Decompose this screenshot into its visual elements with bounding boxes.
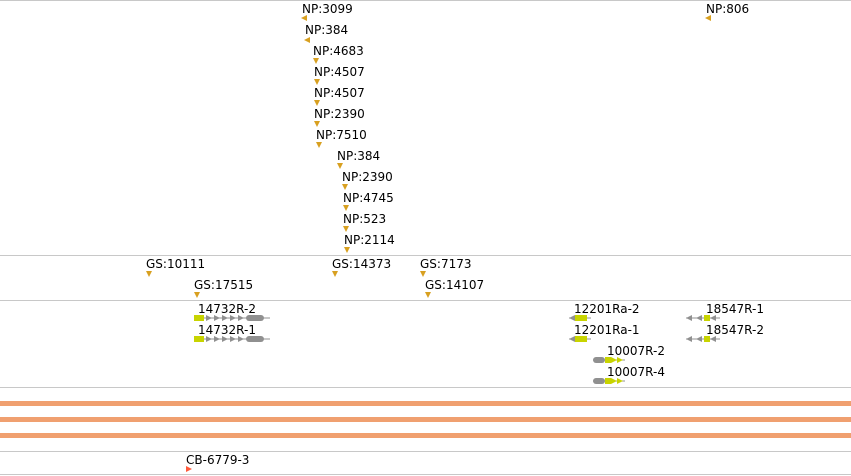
np-feature-marker[interactable] [304,37,310,43]
transcript-glyph[interactable] [569,314,591,322]
np-feature-label[interactable]: NP:4507 [314,65,365,79]
gs-feature-label[interactable]: GS:14107 [425,278,485,292]
track-divider-gs-transcripts [0,300,851,301]
transcript-label[interactable]: 12201Ra-1 [574,323,640,337]
gs-feature-label[interactable]: GS:14373 [332,257,392,271]
gs-feature-label[interactable]: GS:10111 [146,257,206,271]
np-feature-label[interactable]: NP:4745 [343,191,394,205]
transcript-glyph[interactable] [569,335,591,343]
np-feature-label[interactable]: NP:7510 [316,128,367,142]
np-feature-label[interactable]: NP:4507 [314,86,365,100]
track-divider-np-gs [0,255,851,256]
track-divider-bottom [0,474,851,475]
transcript-label[interactable]: 10007R-4 [607,365,665,379]
np-feature-marker[interactable] [314,79,320,85]
cb-feature-marker[interactable] [186,466,192,472]
np-feature-marker[interactable] [301,15,307,21]
np-feature-marker[interactable] [337,163,343,169]
transcript-glyph[interactable] [194,314,270,322]
np-feature-label[interactable]: NP:2390 [342,170,393,184]
np-feature-marker[interactable] [343,205,349,211]
transcript-label[interactable]: 14732R-1 [198,323,256,337]
gs-feature-marker[interactable] [420,271,426,277]
transcript-glyph[interactable] [686,335,720,343]
np-feature-label[interactable]: NP:806 [706,2,750,16]
transcript-label[interactable]: 12201Ra-2 [574,302,640,316]
transcript-glyph[interactable] [593,377,625,385]
transcript-label[interactable]: 14732R-2 [198,302,256,316]
np-feature-marker[interactable] [316,142,322,148]
transcript-glyph[interactable] [593,356,625,364]
gs-feature-marker[interactable] [146,271,152,277]
np-feature-label[interactable]: NP:384 [337,149,381,163]
np-feature-label[interactable]: NP:384 [305,23,349,37]
coverage-band[interactable] [0,433,851,438]
np-feature-label[interactable]: NP:2390 [314,107,365,121]
coverage-band[interactable] [0,417,851,422]
np-feature-marker[interactable] [313,58,319,64]
np-feature-label[interactable]: NP:3099 [302,2,353,16]
np-feature-marker[interactable] [343,226,349,232]
np-feature-marker[interactable] [705,15,711,21]
track-divider-transcripts-bands [0,387,851,388]
track-divider-top [0,0,851,1]
gs-feature-marker[interactable] [194,292,200,298]
np-feature-marker[interactable] [314,100,320,106]
coverage-band[interactable] [0,401,851,406]
transcript-label[interactable]: 18547R-1 [706,302,764,316]
transcript-glyph[interactable] [194,335,270,343]
cb-feature-label[interactable]: CB-6779-3 [186,453,250,467]
track-divider-bands-cb [0,451,851,452]
transcript-glyph[interactable] [686,314,720,322]
gs-feature-label[interactable]: GS:17515 [194,278,254,292]
np-feature-marker[interactable] [344,247,350,253]
np-feature-marker[interactable] [342,184,348,190]
np-feature-label[interactable]: NP:4683 [313,44,364,58]
np-feature-label[interactable]: NP:523 [343,212,387,226]
gs-feature-label[interactable]: GS:7173 [420,257,472,271]
np-feature-marker[interactable] [314,121,320,127]
gs-feature-marker[interactable] [332,271,338,277]
transcript-label[interactable]: 10007R-2 [607,344,665,358]
np-feature-label[interactable]: NP:2114 [344,233,395,247]
gs-feature-marker[interactable] [425,292,431,298]
transcript-label[interactable]: 18547R-2 [706,323,764,337]
